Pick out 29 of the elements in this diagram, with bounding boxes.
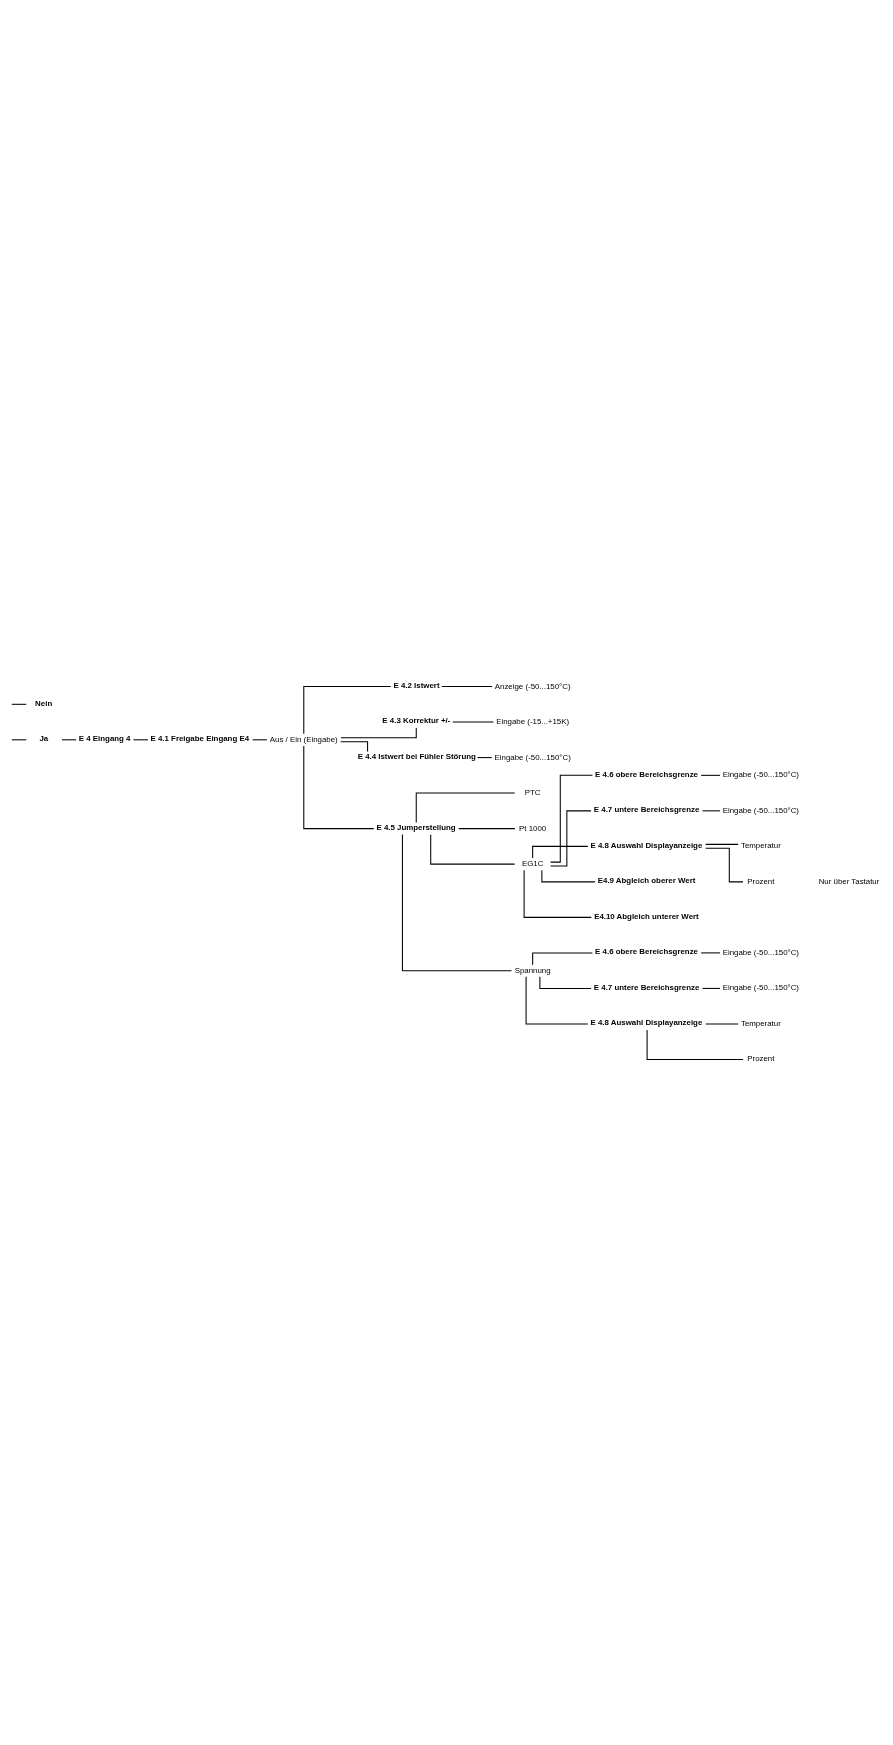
connector bbox=[477, 756, 493, 758]
connector bbox=[415, 792, 516, 823]
connector bbox=[700, 774, 721, 776]
connector bbox=[252, 738, 268, 740]
connector bbox=[61, 738, 77, 740]
connector bbox=[401, 833, 512, 971]
connector bbox=[701, 987, 721, 989]
connector bbox=[303, 744, 375, 829]
connector bbox=[550, 809, 592, 867]
connector bbox=[541, 869, 596, 882]
connector bbox=[458, 827, 516, 829]
connector bbox=[441, 685, 493, 687]
connector bbox=[705, 843, 739, 845]
connector bbox=[303, 685, 392, 734]
connector bbox=[646, 1029, 744, 1060]
connector bbox=[525, 975, 589, 1024]
connector bbox=[532, 951, 593, 965]
connector bbox=[539, 975, 592, 989]
connector bbox=[340, 727, 417, 738]
connector bbox=[11, 703, 27, 705]
connector bbox=[132, 738, 149, 740]
connector bbox=[701, 809, 721, 811]
connector bbox=[705, 847, 744, 882]
connector bbox=[430, 833, 516, 865]
connector bbox=[532, 845, 589, 859]
connector bbox=[523, 869, 592, 918]
connector bbox=[550, 774, 593, 863]
connector bbox=[11, 738, 27, 740]
connector bbox=[340, 740, 369, 752]
